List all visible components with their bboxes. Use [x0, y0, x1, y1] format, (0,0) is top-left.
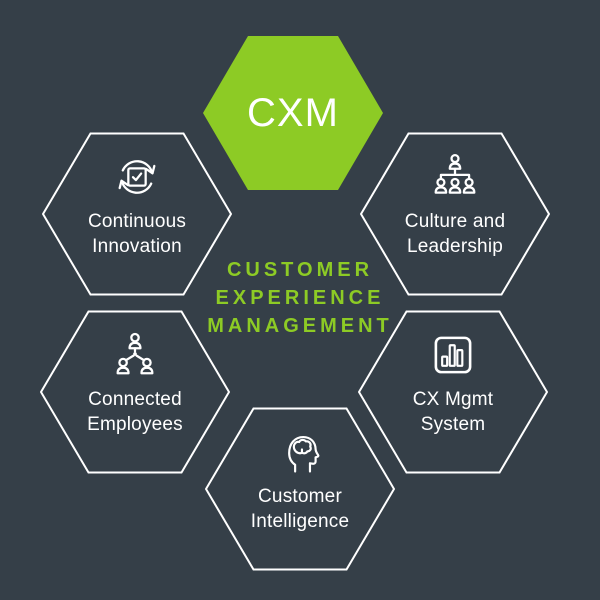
people-network-icon	[116, 332, 154, 375]
hexagon-cx-mgmt-system: CX Mgmt System	[358, 310, 548, 474]
hexagon-label: Culture and Leadership	[404, 211, 506, 257]
center-title-line-1: CUSTOMER	[226, 259, 374, 281]
hexagon-outline	[360, 132, 550, 296]
center-title: CUSTOMER EXPERIENCE MANAGEMENT	[0, 256, 600, 340]
hexagon-outline	[205, 407, 395, 571]
hexagon-customer-intelligence: Customer Intelligence	[205, 407, 395, 571]
hexagon-culture-and-leadership: Culture and Leadership	[360, 132, 550, 296]
sync-check-icon	[118, 160, 156, 194]
hexagon-outline	[358, 310, 548, 474]
hexagon-label: Connected Employees	[87, 389, 183, 435]
org-chart-icon	[434, 153, 476, 194]
hexagon-outline	[42, 132, 232, 296]
hexagon-continuous-innovation: Continuous Innovation	[42, 132, 232, 296]
hexagon-green-shape	[203, 36, 383, 190]
hexagon-label: CX Mgmt System	[412, 389, 494, 435]
hexagon-connected-employees: Connected Employees	[40, 310, 230, 474]
cxm-label: CXM	[247, 90, 339, 135]
hexagon-outline	[40, 310, 230, 474]
hexagon-label: Customer Intelligence	[250, 486, 350, 532]
center-title-line-2: EXPERIENCE	[215, 287, 385, 309]
head-brain-icon	[288, 435, 320, 473]
bar-chart-icon	[434, 336, 472, 374]
hexagon-cxm: CXM	[203, 35, 383, 191]
hexagon-label: Continuous Innovation	[87, 211, 187, 257]
center-title-line-3: MANAGEMENT	[207, 315, 393, 337]
